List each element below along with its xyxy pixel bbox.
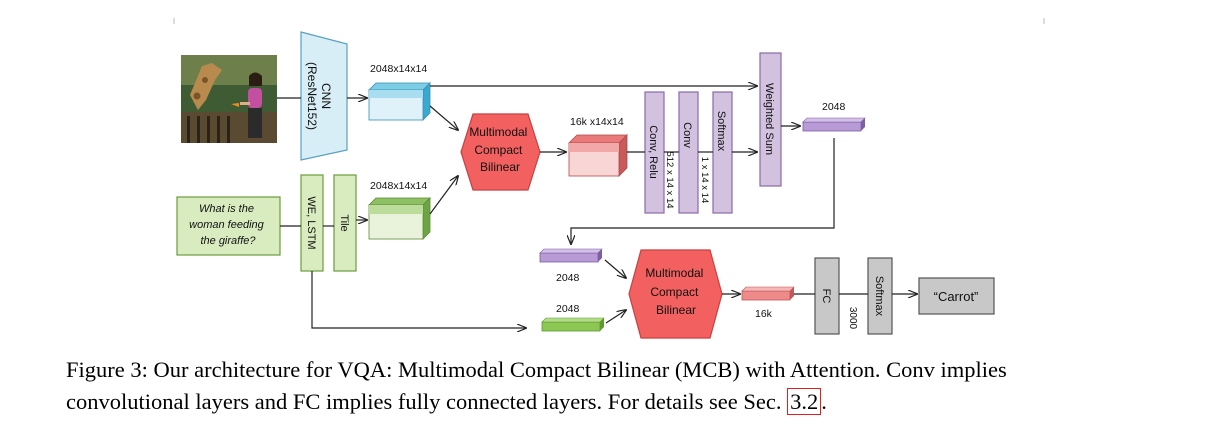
mcb-final-output-dim: 16k — [755, 308, 773, 320]
caption-line-2: convolutional layers and FC implies full… — [66, 386, 1166, 418]
answer-box — [918, 277, 995, 315]
fc-label: FC — [820, 289, 832, 304]
text-vector-dim: 2048 — [556, 303, 580, 315]
vqa-architecture-diagram: CNN(ResNet152) 2048x14x14 What is the wo… — [173, 18, 1045, 339]
mcb-attention-block — [460, 113, 541, 191]
mcb-final-block — [628, 249, 723, 339]
tile-label: Tile — [338, 214, 350, 231]
mcb-attention-label: Multimodal Compact Bilinear — [469, 125, 530, 174]
conv-block — [678, 91, 699, 214]
weighted-sum-block — [759, 52, 782, 187]
figure-caption: Figure 3: Our architecture for VQA: Mult… — [66, 354, 1166, 418]
cnn-block — [300, 31, 348, 161]
vector-to-second-stage — [571, 138, 835, 244]
section-ref-link[interactable]: 3.2 — [787, 388, 822, 415]
we-lstm-label: WE, LSTM — [305, 196, 317, 249]
visual-vector-2048 — [539, 248, 603, 263]
attended-visual-vector — [802, 117, 866, 132]
conv-label: Conv — [681, 122, 693, 148]
softmax-final-block — [867, 257, 893, 335]
fc-dim: 3000 — [847, 307, 858, 330]
mcb-attention-output-cube — [568, 134, 628, 177]
conv-relu-dim: 512 x 14 x 14 — [664, 151, 675, 208]
caption-line-2-text: convolutional layers and FC implies full… — [66, 389, 782, 414]
image-feature-cube — [368, 82, 431, 121]
text-vector-to-mcb2 — [605, 310, 626, 324]
mcb-final-output-vector — [741, 286, 795, 301]
tiled-text-feature-cube — [368, 197, 431, 240]
visual-vector-dim: 2048 — [556, 272, 580, 284]
tiled-feature-dim: 2048x14x14 — [370, 180, 427, 192]
visual-vector-to-mcb2 — [604, 259, 626, 278]
attended-vector-dim: 2048 — [822, 101, 846, 113]
feature-to-mcb1 — [429, 105, 458, 130]
question-text: What is the woman feeding the giraffe? — [189, 203, 267, 247]
tile-block — [333, 174, 357, 272]
weighted-sum-label: Weighted Sum — [763, 83, 775, 155]
tile-feature-to-mcb1 — [429, 176, 458, 215]
input-photo — [181, 55, 277, 143]
text-vector-2048 — [541, 317, 605, 332]
caption-period: . — [821, 389, 827, 414]
conv-relu-label: Conv, Relu — [647, 125, 659, 179]
conv-dim: 1 x 14 x 14 — [699, 157, 710, 203]
question-line-2: woman feeding — [189, 219, 264, 231]
question-line-3: the giraffe? — [200, 235, 256, 247]
mcb-final-label: Multimodal Compact Bilinear — [645, 266, 706, 317]
fc-block — [814, 257, 840, 335]
question-line-1: What is the — [199, 203, 254, 215]
question-box — [176, 196, 281, 256]
answer-text: “Carrot” — [934, 289, 979, 304]
lstm-to-text-vector — [311, 271, 526, 328]
mcb-attention-output-dim: 16k x14x14 — [570, 116, 624, 128]
connectors — [277, 86, 917, 328]
image-feature-dim: 2048x14x14 — [370, 63, 427, 75]
cnn-label: CNN(ResNet152) — [305, 62, 333, 130]
caption-line-1: Figure 3: Our architecture for VQA: Mult… — [66, 357, 1007, 382]
softmax-attention-label: Softmax — [715, 111, 727, 152]
softmax-final-label: Softmax — [873, 276, 885, 317]
